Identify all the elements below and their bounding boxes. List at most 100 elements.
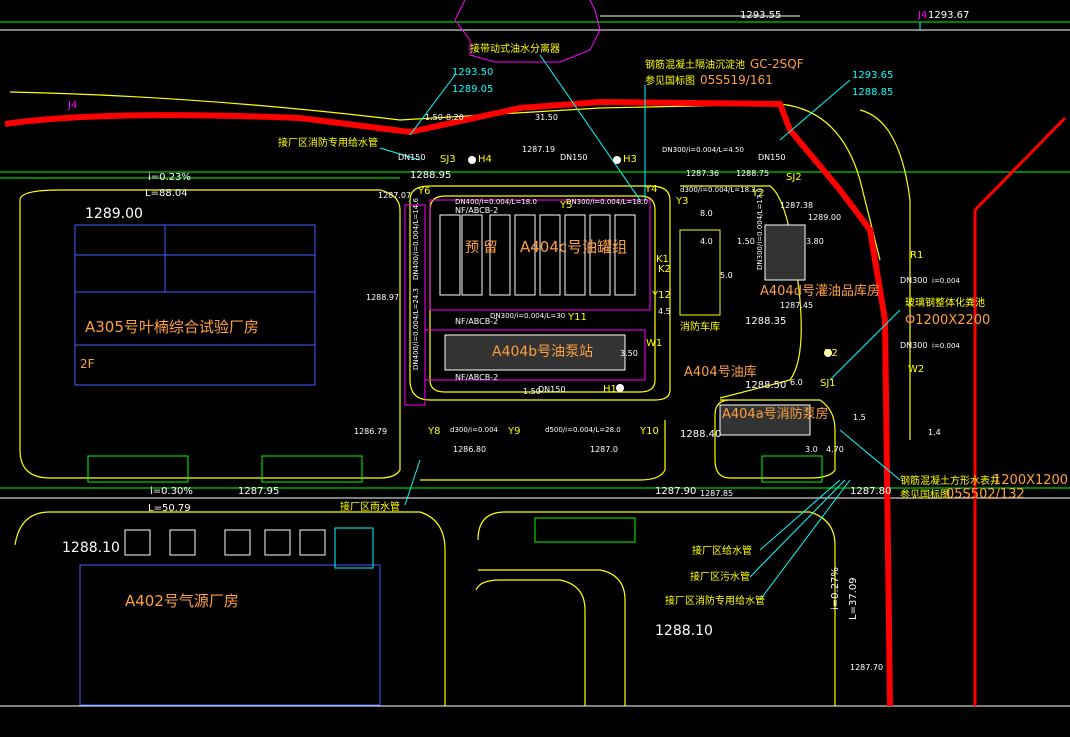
label-a305: A305号叶楠综合试验厂房 [85,318,259,336]
elev-1286-80: 1286.80 [453,445,486,454]
node-h1: H1 [603,384,617,395]
callout-sq-well: 钢筋混凝土方形水表井 [900,474,1000,487]
pipe-label-2: DN300/i=0.004/L=18.0 [566,198,648,206]
pipe-label-4: d300/i=0.004/L=18.3 [680,186,756,194]
pipe-label-8: DN400/i=0.004/L=24.3 [412,288,420,370]
label-a404c: A404c号油罐组 [520,238,627,256]
parking-stalls [87,455,823,543]
node-y10: Y10 [639,426,659,437]
pipe-label-5: DN300/i=0.004/L=30 [490,312,565,320]
node-j4-right: J4 [917,10,927,21]
dim-45: 4.5 [658,307,671,316]
node-y12: Y12 [651,290,671,301]
node-sj1: SJ1 [820,378,836,389]
slope-2-length: L=50.79 [148,503,191,514]
label-a404: A404号油库 [684,364,757,380]
elev-1287-95: 1287.95 [238,486,279,497]
elev-1287-38: 1287.38 [780,201,813,210]
elev-1288-35: 1288.35 [745,316,786,327]
callout-sediment-code: GC-2SQF [750,57,804,71]
dim-50: 5.0 [720,271,733,280]
elev-1288-75: 1288.75 [736,169,769,178]
elev-1287-07: 1287.07 [378,191,411,200]
callout-glass-tank-size: Φ1200X2200 [905,313,990,328]
dim-30: 3.0 [805,445,818,454]
slope-labels: i=0.23% L=88.04 i=0.30% L=50.79 i=0.27% … [145,172,859,620]
node-k2: K2 [658,264,671,275]
node-y2: Y2 [751,188,764,199]
pipe-label-7: d500/i=0.004/L=28.0 [545,426,621,434]
elev-1287-36: 1287.36 [686,169,719,178]
node-y4: Y4 [644,184,657,195]
elev-1288-85-top: 1288.85 [852,87,893,98]
elev-1288-50: 1288.50 [745,380,786,391]
node-y5: Y5 [559,200,572,211]
pipe-label-6: d300/i=0.004 [450,426,499,434]
node-h3: H3 [623,154,637,165]
pipe-dn150-a: DN150 [398,153,425,162]
node-h2: H2 [824,348,838,359]
a305-building [74,224,316,386]
node-y3: Y3 [675,196,688,207]
callout-sediment-ref-code: 05S519/161 [700,73,773,87]
callout-dike-2: NF/ABCB-2 [455,317,498,326]
callout-separator: 接带动式油水分离器 [470,42,560,55]
node-j4-left: J4 [67,100,77,111]
green-pipe-lines [0,21,1070,489]
elev-1293-55: 1293.55 [740,10,781,21]
a402-building [79,527,381,706]
elev-1287-85: 1287.85 [700,489,733,498]
dim-40: 4.0 [700,237,713,246]
pipe-dn300-b: DN300 [900,341,927,350]
tank-farm [439,214,636,296]
elev-1293-65: 1293.65 [852,70,893,81]
callout-pump-room: 消防车库 [680,320,720,333]
pipe-dn150-b: DN150 [560,153,587,162]
node-r1: R1 [910,250,923,261]
slope-2: i=0.30% [150,486,193,497]
callout-sq-well-size: 1200X1200 [993,473,1068,488]
elev-1287-19: 1287.19 [522,145,555,154]
node-sj2: SJ2 [786,172,802,183]
building-labels: A305号叶楠综合试验厂房 2F A402号气源厂房 A404c号油罐组 A40… [80,238,880,610]
elev-1293-67: 1293.67 [928,10,969,21]
elev-1287-80: 1287.80 [850,486,891,497]
label-a404b: A404b号油泵站 [492,344,593,360]
callout-fire-pipe: 接厂区消防专用给水管 [278,136,378,149]
callout-dike-1: NF/ABCB-2 [455,206,498,215]
node-y6: Y6 [417,186,430,197]
dim-350: 3.50 [620,349,638,358]
callout-fire-pipe-2: 接厂区消防专用给水管 [665,594,765,607]
callout-sq-ref: 参见国标图 [900,488,950,501]
fire-garage [679,229,721,316]
hydrant-markers [468,156,832,392]
elev-1288-95: 1288.95 [410,170,451,181]
pipe-label-11: i=0.004 [932,277,960,285]
pipe-dn150-c: DN150 [758,153,785,162]
label-a305-floor: 2F [80,357,95,371]
node-labels: Y6 Y5 Y4 Y3 Y2 W1 Y8 Y9 Y10 Y11 Y12 W2 H… [67,10,927,437]
dim-820: 8.20 [446,113,464,122]
node-sj3: SJ3 [440,154,456,165]
callout-sewage-pipe: 接厂区污水管 [690,570,750,583]
callout-dike-3: NF/ABCB-2 [455,373,498,382]
pipe-label-12: i=0.004 [932,342,960,350]
dim-80: 8.0 [700,209,713,218]
elev-1287-90: 1287.90 [655,486,696,497]
callout-sq-ref-code: 05S502/132 [946,487,1025,502]
callout-sediment: 钢筋混凝土隔油沉淀池 [645,58,745,71]
elev-1288-10-left: 1288.10 [62,540,120,556]
callout-labels: 接带动式油水分离器 钢筋混凝土隔油沉淀池 GC-2SQF 参见国标图 05S51… [278,42,1068,607]
dim-150c: 1.50 [523,387,541,396]
a404a-pump-room [719,404,811,436]
node-y9: Y9 [507,426,520,437]
elev-1289-00: 1289.00 [85,206,143,222]
elev-1287-0: 1287.0 [590,445,618,454]
pipe-label-9: DN400/i=0.004/L=14.6 [412,198,420,280]
slope-3: i=0.27% [830,567,841,610]
elev-1293-50: 1293.50 [452,67,493,78]
slope-1: i=0.23% [148,172,191,183]
dim-380: 3.80 [806,237,824,246]
pipe-labels: DN150 DN150 DN150 DN150 DN300 DN300 DN40… [398,146,960,434]
node-y11: Y11 [567,312,587,323]
